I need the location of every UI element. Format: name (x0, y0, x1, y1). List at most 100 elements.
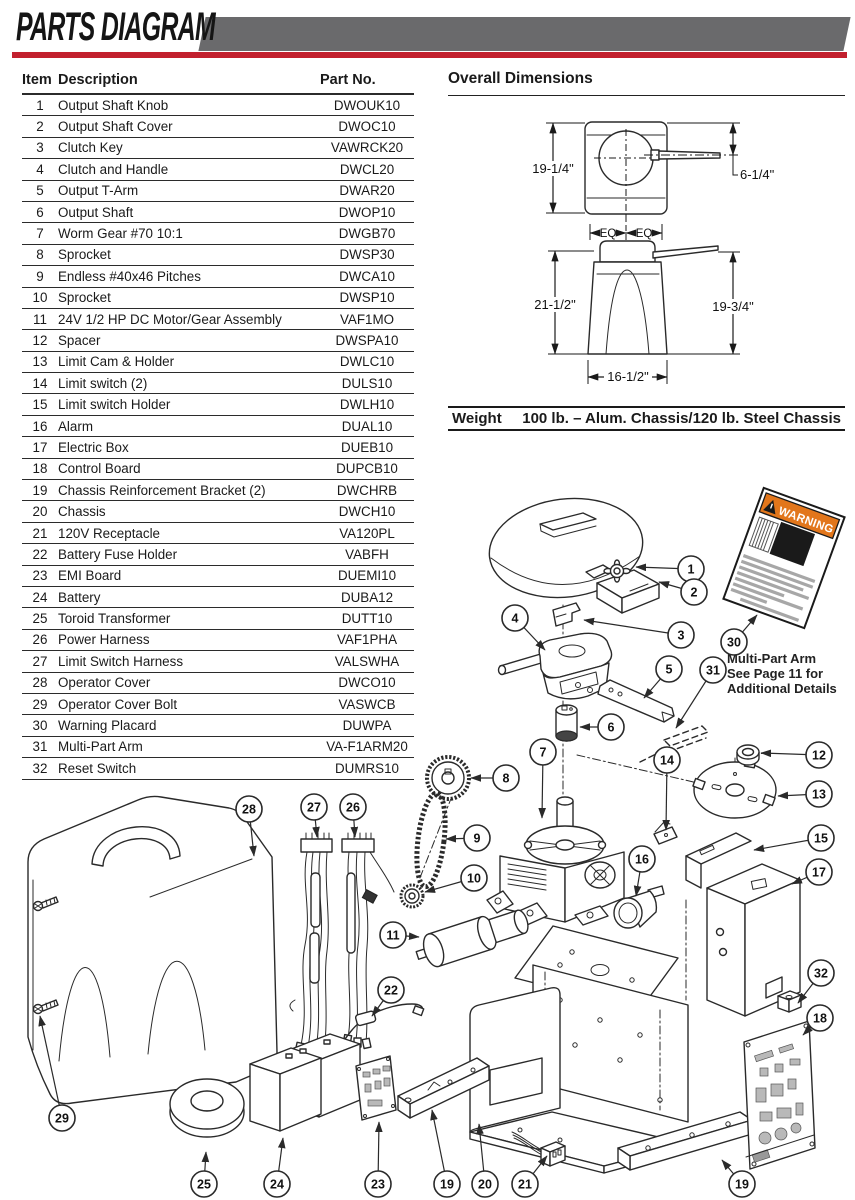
callout-23: 23 (364, 1121, 392, 1198)
part-no-cell: VA120PL (320, 522, 414, 545)
callout-2: 2 (658, 578, 708, 606)
front-view-drawing: 21-1/2" 19-3/4" 16-1/2" (530, 240, 758, 384)
item-cell: 10 (22, 287, 58, 309)
svg-text:16: 16 (635, 853, 649, 867)
item-cell: 23 (22, 565, 58, 587)
weight-label: Weight (452, 410, 502, 427)
callout-14: 14 (653, 746, 681, 831)
part-no-cell: DUAL10 (320, 415, 414, 438)
description-cell: Clutch and Handle (58, 158, 320, 181)
callout-29: 29 (38, 1015, 76, 1132)
warning-banner (758, 492, 841, 540)
callout-12: 12 (760, 741, 833, 769)
item-cell: 11 (22, 308, 58, 331)
svg-text:7: 7 (540, 746, 547, 760)
item-cell: 18 (22, 458, 58, 481)
description-cell: Alarm (58, 415, 320, 438)
callout-26: 26 (339, 793, 367, 838)
callout-22: 22 (371, 976, 405, 1017)
svg-text:15: 15 (814, 832, 828, 846)
callout-10: 10 (424, 864, 488, 893)
part-no-cell: DWOP10 (320, 201, 414, 224)
weight-value: 100 lb. – Alum. Chassis/120 lb. Steel Ch… (522, 410, 841, 427)
top-view-drawing: 19-1/4" 6-1/4" EQ EQ (528, 121, 775, 242)
item-cell: 4 (22, 158, 58, 181)
part-no-cell: DWAR20 (320, 180, 414, 202)
title-rule (12, 52, 847, 58)
part-no-cell: DWOC10 (320, 115, 414, 138)
item-cell: 32 (22, 757, 58, 780)
part-emi-board (355, 1055, 397, 1121)
dimensions-title: Overall Dimensions (448, 70, 845, 96)
description-cell: Output Shaft (58, 201, 320, 224)
part-no-cell: DWGB70 (320, 222, 414, 245)
description-cell: Limit Cam & Holder (58, 351, 320, 374)
callout-8: 8 (470, 764, 520, 792)
exploded-diagram: WARNING Multi-Part Arm See Page 11 for A… (27, 486, 846, 1198)
part-operator-cover-bolts (32, 896, 59, 1015)
svg-text:1: 1 (688, 563, 695, 577)
item-cell: 9 (22, 265, 58, 288)
description-cell: Worm Gear #70 10:1 (58, 222, 320, 245)
svg-text:20: 20 (478, 1178, 492, 1192)
dim-rear-height: 19-3/4" (712, 299, 754, 314)
part-no-cell: DUBA12 (320, 586, 414, 609)
part-no-cell: DUEMI10 (320, 565, 414, 587)
description-cell: Power Harness (58, 629, 320, 652)
warning-placard: WARNING (722, 486, 846, 630)
column-header-item: Item (22, 66, 58, 95)
description-cell: Control Board (58, 458, 320, 481)
weight-bar: Weight 100 lb. – Alum. Chassis/120 lb. S… (448, 406, 845, 431)
svg-text:32: 32 (814, 967, 828, 981)
description-cell: Output Shaft Knob (58, 94, 320, 117)
svg-text:8: 8 (503, 772, 510, 786)
description-cell: Reset Switch (58, 757, 320, 780)
svg-text:10: 10 (467, 872, 481, 886)
item-cell: 16 (22, 415, 58, 438)
part-chassis-bracket-left (397, 1057, 490, 1119)
item-cell: 14 (22, 372, 58, 395)
part-no-cell: DWCH10 (320, 500, 414, 523)
item-cell: 13 (22, 351, 58, 374)
part-no-cell: VABFH (320, 543, 414, 566)
part-sprocket-small (399, 883, 425, 909)
callout-4: 4 (501, 604, 546, 651)
item-cell: 26 (22, 629, 58, 652)
part-output-shaft (555, 704, 578, 742)
part-batteries (249, 1033, 361, 1132)
svg-text:13: 13 (812, 788, 826, 802)
part-clutch-key (552, 602, 581, 627)
description-cell: Battery (58, 586, 320, 609)
part-no-cell: DULS10 (320, 372, 414, 395)
callout-7: 7 (529, 738, 557, 819)
svg-text:5: 5 (666, 663, 673, 677)
part-no-cell: DWCHRB (320, 479, 414, 502)
description-cell: Electric Box (58, 436, 320, 459)
description-cell: Warning Placard (58, 714, 320, 737)
svg-text:27: 27 (307, 801, 321, 815)
part-chassis (469, 925, 689, 1174)
callout-32: 32 (797, 959, 835, 1004)
part-no-cell: DUTT10 (320, 607, 414, 630)
description-cell: Operator Cover Bolt (58, 693, 320, 716)
part-no-cell: DWOUK10 (320, 94, 414, 117)
part-receptacle (511, 1131, 566, 1167)
part-no-cell: DWSP30 (320, 244, 414, 267)
callout-5: 5 (643, 655, 683, 699)
dimensions-drawing: 19-1/4" 6-1/4" EQ EQ (528, 121, 775, 384)
part-output-t-arm (597, 679, 675, 723)
part-bracket (585, 564, 660, 614)
note-line-1: Multi-Part Arm (727, 651, 816, 666)
svg-text:11: 11 (386, 929, 399, 943)
callout-21: 21 (511, 1155, 548, 1198)
